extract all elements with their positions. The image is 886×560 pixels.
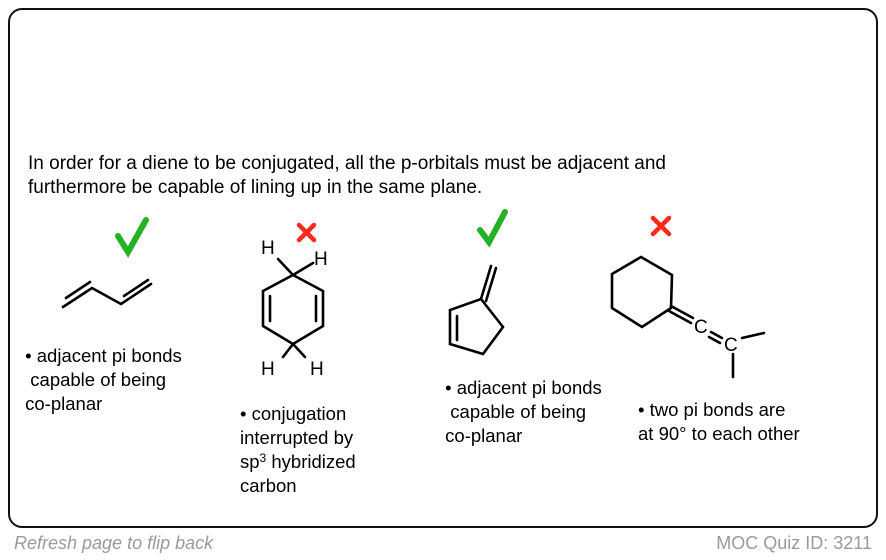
superscript: 3: [259, 451, 267, 465]
caption-line: • adjacent pi bonds: [20, 345, 182, 366]
allene-structure: [610, 255, 766, 379]
caption-methylenecyclopentene: • adjacent pi bonds capable of being co-…: [440, 376, 602, 448]
caption-text: sp: [240, 451, 260, 472]
caption-line: interrupted by: [240, 427, 354, 448]
hydrogen-label: H: [310, 359, 324, 380]
cross-icon: [650, 215, 672, 237]
butadiene-structure: [61, 278, 153, 309]
cross-icon: [296, 222, 317, 243]
methylenecyclopentene-structure: [448, 264, 505, 356]
caption-line: • two pi bonds are: [638, 399, 786, 420]
hydrogen-label: H: [314, 249, 328, 270]
caption-text: hybridized: [266, 451, 356, 472]
caption-allene: • two pi bonds are at 90° to each other: [638, 398, 800, 446]
caption-line: co-planar: [440, 425, 523, 446]
caption-line: at 90° to each other: [638, 423, 800, 444]
cyclohexadiene-structure: [261, 257, 325, 359]
intro-line-2: furthermore be capable of lining up in t…: [28, 177, 483, 198]
caption-line: co-planar: [20, 393, 103, 414]
carbon-label: C: [724, 335, 738, 356]
quiz-id: MOC Quiz ID: 3211: [716, 533, 872, 553]
check-icon: [477, 209, 508, 248]
check-icon: [115, 217, 149, 258]
flip-back-hint: Refresh page to flip back: [14, 533, 214, 553]
carbon-label: C: [694, 317, 708, 338]
hydrogen-label: H: [261, 359, 275, 380]
hydrogen-label: H: [261, 238, 275, 259]
intro-line-1: In order for a diene to be conjugated, a…: [28, 153, 666, 174]
caption-line: sp3 hybridized: [240, 450, 356, 474]
caption-line: carbon: [240, 475, 297, 496]
flashcard[interactable]: [8, 8, 878, 528]
caption-line: capable of being: [440, 401, 587, 422]
caption-line: capable of being: [20, 369, 167, 390]
caption-line: • conjugation: [240, 403, 347, 424]
caption-butadiene: • adjacent pi bonds capable of being co-…: [20, 344, 182, 416]
caption-line: • adjacent pi bonds: [440, 377, 602, 398]
